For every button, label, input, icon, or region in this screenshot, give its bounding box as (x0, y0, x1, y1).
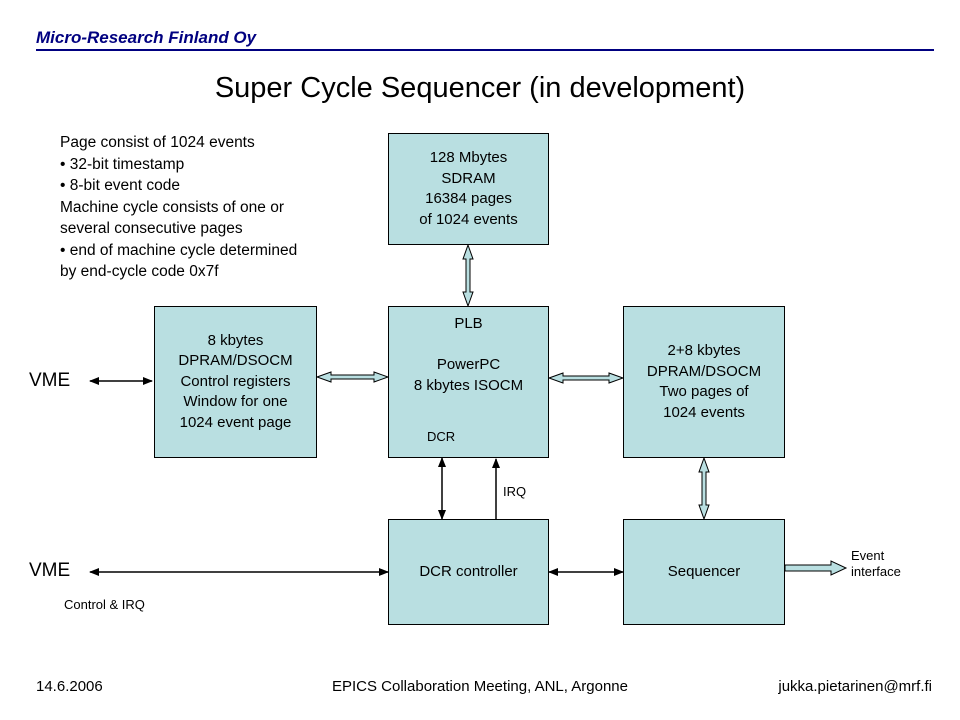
dpram-left-line: DPRAM/DSOCM (178, 352, 293, 370)
notes-line: • 8-bit event code (60, 177, 181, 194)
ppc-dpram-right-arrow (547, 372, 625, 384)
dpram-left-line: 8 kbytes (207, 331, 264, 349)
notes-line: • end of machine cycle determined (60, 241, 298, 259)
footer-date: 14.6.2006 (36, 678, 103, 695)
notes-text: Page consist of 1024 events • 32-bit tim… (60, 132, 297, 283)
event-interface-label: Event interface (851, 548, 901, 580)
sdram-line: SDRAM (441, 169, 496, 187)
notes-line: by end-cycle code 0x7f (60, 263, 219, 280)
sdram-line: 128 Mbytes (429, 149, 508, 166)
powerpc-block: PLB PowerPC 8 kbytes ISOCM (388, 306, 549, 458)
dcr-controller-block: DCR controller (388, 519, 549, 625)
header-rule (36, 49, 934, 51)
footer-email: jukka.pietarinen@mrf.fi (778, 678, 932, 695)
dpram-right-block: 2+8 kbytes DPRAM/DSOCM Two pages of 1024… (623, 306, 785, 458)
irq-label: IRQ (503, 484, 527, 499)
powerpc-line: PLB (454, 315, 483, 332)
dpram-right-line: DPRAM/DSOCM (646, 362, 762, 380)
event-interface-line: interface (851, 564, 901, 579)
notes-line: Page consist of 1024 events (60, 134, 255, 151)
dpram-left-ppc-arrow (315, 371, 390, 383)
notes-line: • 32-bit timestamp (60, 155, 185, 173)
dpram-right-line: 1024 events (663, 403, 745, 421)
sequencer-block: Sequencer (623, 519, 785, 625)
sequencer-label: Sequencer (667, 562, 741, 580)
vme-top-label: VME (29, 370, 71, 391)
event-interface-line: Event (851, 548, 885, 563)
dpram-left-line: Control registers (180, 372, 291, 390)
control-irq-label: Control & IRQ (64, 597, 145, 612)
powerpc-line: 8 kbytes ISOCM (413, 376, 524, 394)
powerpc-line: PowerPC (436, 356, 501, 373)
footer-meeting: EPICS Collaboration Meeting, ANL, Argonn… (331, 678, 628, 695)
dpram-right-line: Two pages of (659, 383, 749, 400)
dpram-right-line: 2+8 kbytes (667, 342, 741, 359)
dpram-sequencer-arrow (698, 456, 710, 521)
notes-line: Machine cycle consists of one or (60, 198, 284, 216)
sdram-ppc-arrow (462, 243, 474, 308)
company-name: Micro-Research Finland Oy (36, 28, 257, 47)
dpram-left-block: 8 kbytes DPRAM/DSOCM Control registers W… (154, 306, 317, 458)
notes-line: several consecutive pages (60, 220, 243, 237)
dcr-port-label: DCR (427, 429, 456, 444)
event-interface-arrow (784, 560, 848, 576)
sdram-block: 128 Mbytes SDRAM 16384 pages of 1024 eve… (388, 133, 549, 245)
vme-bottom-label: VME (29, 560, 71, 581)
sdram-line: of 1024 events (419, 210, 518, 228)
dcr-controller-label: DCR controller (419, 562, 518, 580)
dpram-left-line: Window for one (183, 393, 288, 411)
dpram-left-line: 1024 event page (179, 413, 292, 431)
page-title: Super Cycle Sequencer (in development) (214, 72, 746, 104)
sdram-line: 16384 pages (425, 190, 512, 207)
